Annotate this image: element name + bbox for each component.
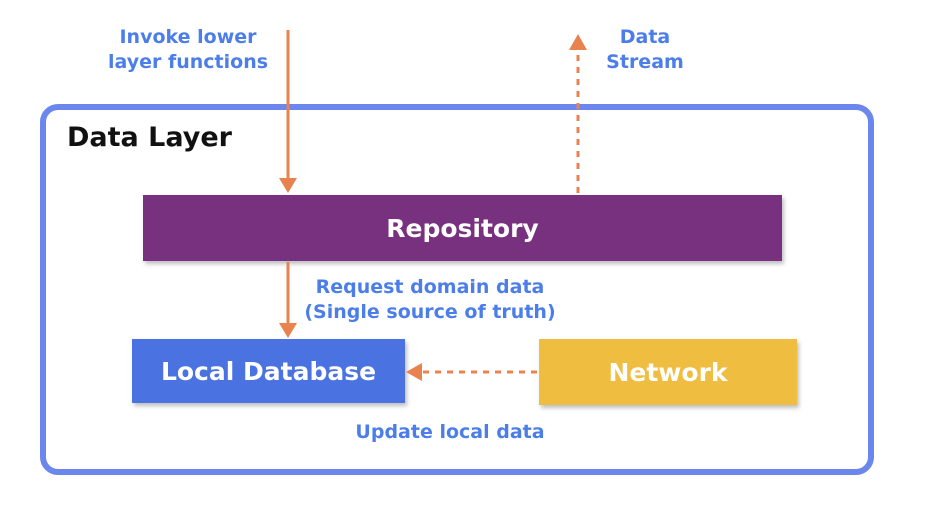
data-stream-label-line2: Stream: [606, 51, 684, 73]
request-label-line2: (Single source of truth): [304, 301, 556, 323]
network-label: Network: [608, 357, 728, 387]
repository-label: Repository: [386, 213, 539, 243]
data-stream-label: Data Stream: [585, 25, 705, 75]
local-database-node: Local Database: [132, 339, 405, 403]
invoke-arrow: [279, 30, 297, 193]
request-arrow: [279, 262, 297, 338]
update-label-line1: Update local data: [355, 421, 545, 443]
request-label-line1: Request domain data: [315, 276, 545, 298]
data-stream-label-line1: Data: [619, 26, 671, 48]
network-node: Network: [539, 339, 797, 405]
invoke-label-line2: layer functions: [107, 51, 269, 73]
invoke-label-line1: Invoke lower: [119, 26, 257, 48]
repository-node: Repository: [143, 195, 782, 261]
data-layer-container: [40, 104, 874, 475]
request-label: Request domain data (Single source of tr…: [285, 275, 575, 325]
update-label: Update local data: [330, 420, 570, 445]
invoke-label: Invoke lower layer functions: [98, 25, 278, 75]
update-arrow: [406, 363, 537, 381]
data-stream-arrow: [569, 34, 587, 193]
local-database-label: Local Database: [160, 356, 377, 386]
data-layer-title: Data Layer: [67, 122, 232, 153]
